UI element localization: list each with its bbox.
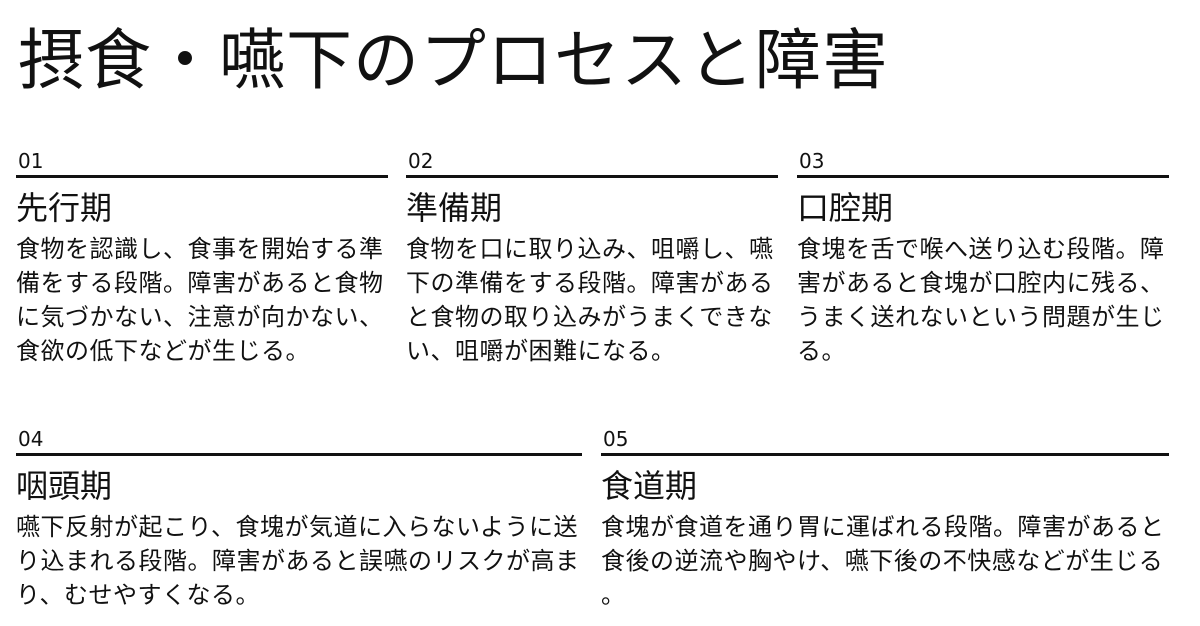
step-card-04: 04 咽頭期 嚥下反射が起こり、食塊が気道に入らないように送り込まれる段階。障害… (16, 428, 582, 612)
step-name: 準備期 (406, 189, 503, 227)
step-number: 05 (601, 428, 1169, 456)
step-card-02: 02 準備期 食物を口に取り込み、咀嚼し、嚥下の準備をする段階。障害があると食物… (406, 150, 778, 368)
page-title: 摂食・嚥下のプロセスと障害 (18, 22, 889, 99)
step-number: 04 (16, 428, 582, 456)
step-name: 食道期 (601, 467, 698, 505)
step-description: 嚥下反射が起こり、食塊が気道に入らないように送り込まれる段階。障害があると誤嚥の… (16, 513, 580, 609)
step-name: 口腔期 (797, 189, 894, 227)
step-card-03: 03 口腔期 食塊を舌で喉へ送り込む段階。障害があると食塊が口腔内に残る、うまく… (797, 150, 1169, 368)
step-description: 食塊が食道を通り胃に運ばれる段階。障害があると食後の逆流や胸やけ、嚥下後の不快感… (601, 513, 1165, 609)
step-number: 03 (797, 150, 1169, 178)
step-card-05: 05 食道期 食塊が食道を通り胃に運ばれる段階。障害があると食後の逆流や胸やけ、… (601, 428, 1169, 612)
step-name: 先行期 (16, 189, 113, 227)
step-card-01: 01 先行期 食物を認識し、食事を開始する準備をする段階。障害があると食物に気づ… (16, 150, 388, 368)
step-number: 01 (16, 150, 388, 178)
step-description: 食塊を舌で喉へ送り込む段階。障害があると食塊が口腔内に残る、うまく送れないという… (797, 235, 1165, 365)
step-name: 咽頭期 (16, 467, 113, 505)
step-number: 02 (406, 150, 778, 178)
step-description: 食物を口に取り込み、咀嚼し、嚥下の準備をする段階。障害があると食物の取り込みがう… (406, 235, 774, 365)
step-description: 食物を認識し、食事を開始する準備をする段階。障害があると食物に気づかない、注意が… (16, 235, 384, 365)
